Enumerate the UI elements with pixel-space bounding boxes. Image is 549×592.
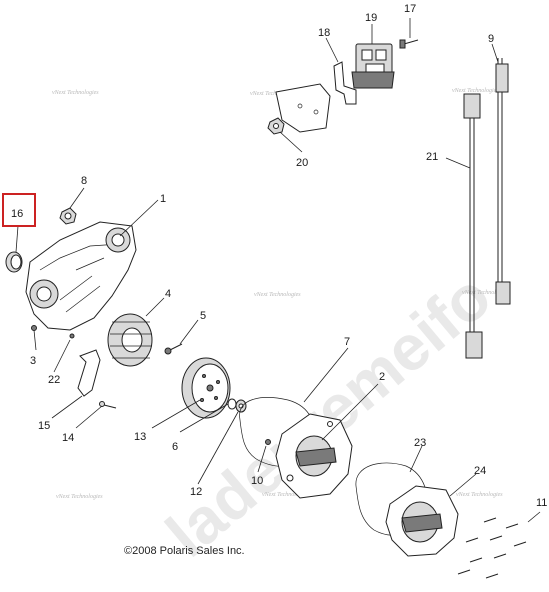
callout-7: 7: [344, 336, 350, 348]
watermark: vNext Technologies: [262, 492, 309, 498]
callout-5: 5: [200, 310, 206, 322]
callout-16-highlight[interactable]: 16: [2, 193, 36, 227]
callout-6: 6: [172, 441, 178, 453]
part-21-cable: [463, 93, 483, 359]
watermark: vNext Technologies: [52, 90, 99, 96]
watermark: vNext Technologies: [452, 88, 499, 94]
leader-lines: [15, 18, 541, 523]
callout-8: 8: [81, 175, 87, 187]
part-5-screw: [164, 343, 183, 355]
part-14-bolt: [99, 401, 117, 409]
part-2-cover: [275, 413, 353, 499]
callout-23: 23: [414, 437, 426, 449]
part-20-nut: [267, 117, 285, 135]
callout-1: 1: [160, 193, 166, 205]
part-17-bolt: [399, 39, 419, 49]
part-8-nut: [59, 207, 77, 225]
callout-18: 18: [318, 27, 330, 39]
callout-14: 14: [62, 432, 74, 444]
watermark: vNext Technologies: [456, 492, 503, 498]
callout-17: 17: [404, 3, 416, 15]
callout-19: 19: [365, 12, 377, 24]
watermark: vNext Technologies: [462, 290, 509, 296]
callout-22: 22: [48, 374, 60, 386]
highlight-box: [2, 193, 36, 227]
part-10-dowel: [265, 439, 271, 445]
watermark: vNext Technologies: [250, 91, 297, 97]
part-4-stator: [107, 313, 153, 367]
part-12-nut: [235, 399, 247, 413]
watermark: vNext Technologies: [254, 292, 301, 298]
part-6-washer: [227, 398, 237, 410]
callout-10: 10: [251, 475, 263, 487]
callout-20: 20: [296, 157, 308, 169]
callout-21: 21: [426, 151, 438, 163]
part-19-relay: [351, 43, 395, 89]
watermark: vNext Technologies: [56, 494, 103, 500]
callout-16: 16: [11, 208, 23, 220]
mounting-plate: [275, 83, 331, 133]
callout-24: 24: [474, 465, 486, 477]
callout-13: 13: [134, 431, 146, 443]
callout-4: 4: [165, 288, 171, 300]
part-1-crankcase: [25, 221, 137, 339]
part-16-seal: [5, 251, 23, 273]
part-11-bolts: [457, 517, 527, 579]
part-13-flywheel: [181, 357, 231, 419]
callout-15: 15: [38, 420, 50, 432]
part-24-housing: [385, 485, 459, 557]
part-22-bracket: [77, 349, 101, 397]
callout-2: 2: [379, 371, 385, 383]
copyright-notice: ©2008 Polaris Sales Inc.: [124, 545, 245, 557]
callout-3: 3: [30, 355, 36, 367]
callout-9: 9: [488, 33, 494, 45]
part-9-cable: [495, 58, 511, 305]
part-18-bracket: [333, 61, 357, 105]
callout-11: 11: [536, 497, 547, 509]
callout-12: 12: [190, 486, 202, 498]
